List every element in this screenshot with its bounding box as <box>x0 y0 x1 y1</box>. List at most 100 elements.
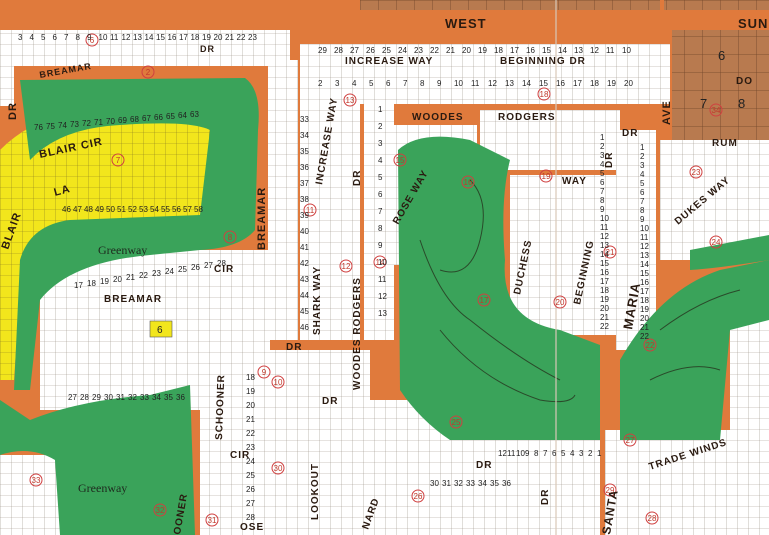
lot-number-increase-bottom: 5 <box>369 79 374 88</box>
lot-number-increase-bottom: 14 <box>522 79 531 88</box>
lot-number-blair-top: 67 <box>142 114 151 123</box>
circle-markers: 2678910111213141516171819202122232425262… <box>29 33 723 527</box>
lot-number-santa-col: 10 <box>600 214 609 223</box>
circle-marker-label: 10 <box>274 378 283 387</box>
lot-number-shark-col: 37 <box>300 179 309 188</box>
circle-marker[interactable] <box>643 338 657 352</box>
lot-number-increase-top: 10 <box>622 46 631 55</box>
lots-right-edge <box>730 320 769 440</box>
lot-number-breamar-cir-top: 28 <box>217 259 226 268</box>
street-breamar-v: BREAMAR <box>256 187 268 250</box>
circle-marker[interactable] <box>645 511 659 525</box>
lot-number-shark-col: 42 <box>300 259 309 268</box>
circle-marker[interactable] <box>709 103 723 117</box>
circle-marker-label: 17 <box>480 296 489 305</box>
circle-marker[interactable] <box>603 483 617 497</box>
lot-number-breamar-bottom: 32 <box>128 393 137 402</box>
circle-marker-label: 12 <box>342 262 351 271</box>
lot-number-schooner-col: 28 <box>246 513 255 522</box>
lots-maria-column <box>616 130 656 350</box>
circle-marker-label: 24 <box>712 238 721 247</box>
circle-marker[interactable] <box>709 235 723 249</box>
lot-number-maria-col: 10 <box>640 224 649 233</box>
circle-marker[interactable] <box>449 415 463 429</box>
lot-number-blair-bottom: 46 <box>62 205 71 214</box>
district-lot-8: 8 <box>738 96 745 111</box>
circle-marker[interactable] <box>141 65 155 79</box>
circle-marker[interactable] <box>343 93 357 107</box>
street-dr-bottom: DR <box>476 460 492 471</box>
circle-marker[interactable] <box>271 461 285 475</box>
lot-number-increase-top: 14 <box>558 46 567 55</box>
lot-number-increase-top: 12 <box>590 46 599 55</box>
lot-number-breamar-cir-top: 18 <box>87 279 96 288</box>
lot-number-santa-col: 6 <box>600 178 605 187</box>
circle-marker-label: 13 <box>346 96 355 105</box>
lot-number-maria-col: 20 <box>640 314 649 323</box>
circle-marker-label: 9 <box>262 368 267 377</box>
lot-number-woodes-col: 12 <box>378 292 387 301</box>
circle-marker[interactable] <box>271 375 285 389</box>
lot-number-blair-bottom: 57 <box>183 205 192 214</box>
street-rodgers: RODGERS <box>498 112 556 123</box>
greenway-lower-label: Greenway <box>78 481 127 495</box>
circle-marker-label: 23 <box>692 168 701 177</box>
circle-marker[interactable] <box>257 365 271 379</box>
circle-marker[interactable] <box>477 293 491 307</box>
lot-number-breamar-bottom: 34 <box>152 393 161 402</box>
lot-number-woodes-col: 13 <box>378 309 387 318</box>
lots-left-bottom <box>0 455 60 535</box>
lot-number-shark-col: 43 <box>300 275 309 284</box>
circle-marker-label: 11 <box>306 206 315 215</box>
street-woodes: WOODES <box>412 112 464 123</box>
circle-marker[interactable] <box>393 153 407 167</box>
circle-marker[interactable] <box>153 503 167 517</box>
lot-number-increase-top: 15 <box>542 46 551 55</box>
circle-marker[interactable] <box>603 245 617 259</box>
circle-marker[interactable] <box>223 230 237 244</box>
circle-marker[interactable] <box>539 169 553 183</box>
circle-marker[interactable] <box>339 259 353 273</box>
lot-number-santa-col: 14 <box>600 250 609 259</box>
circle-marker[interactable] <box>411 489 425 503</box>
lot-number-santa-col: 15 <box>600 259 609 268</box>
lot-number-dr-bottom-row: 3 <box>579 449 584 458</box>
lot-number-dr-bottom-row: 4 <box>570 449 575 458</box>
lot-number-increase-bottom: 18 <box>590 79 599 88</box>
lot-number-woodes-col: 3 <box>378 139 383 148</box>
circle-marker[interactable] <box>205 513 219 527</box>
lot-number-increase-top: 25 <box>382 46 391 55</box>
circle-marker[interactable] <box>553 295 567 309</box>
lot-number-blair-bottom: 54 <box>150 205 159 214</box>
lot-number-increase-bottom: 12 <box>488 79 497 88</box>
street-ose: OSE <box>240 522 264 533</box>
circle-marker[interactable] <box>689 165 703 179</box>
greenway-lower <box>0 385 195 535</box>
lot-number-increase-top: 18 <box>494 46 503 55</box>
circle-marker[interactable] <box>29 473 43 487</box>
lots-breamar-column <box>268 60 298 340</box>
lot-number-maria-col: 17 <box>640 287 649 296</box>
lot-number-breamar-cir-top: 24 <box>165 267 174 276</box>
circle-marker[interactable] <box>537 87 551 101</box>
circle-marker[interactable] <box>85 33 99 47</box>
lot-number-shark-col: 36 <box>300 163 309 172</box>
circle-marker[interactable] <box>623 433 637 447</box>
street-increase-way: INCREASE WAY <box>345 56 433 67</box>
lot-number-santa-col: 5 <box>600 169 605 178</box>
circle-marker[interactable] <box>461 175 475 189</box>
circle-marker[interactable] <box>111 153 125 167</box>
lot-number-santa-col: 2 <box>600 142 605 151</box>
lot-number-increase-bottom: 17 <box>573 79 582 88</box>
circle-marker[interactable] <box>303 203 317 217</box>
lot-number-increase-top: 21 <box>446 46 455 55</box>
lot-number-top-left: 4 <box>30 33 35 42</box>
district-top-strip <box>360 0 660 10</box>
lot-number-breamar-cir-top: 27 <box>204 261 213 270</box>
circle-marker-label: 29 <box>606 486 615 495</box>
lot-number-shark-col: 45 <box>300 307 309 316</box>
circle-marker[interactable] <box>373 255 387 269</box>
lot-number-increase-top: 28 <box>334 46 343 55</box>
